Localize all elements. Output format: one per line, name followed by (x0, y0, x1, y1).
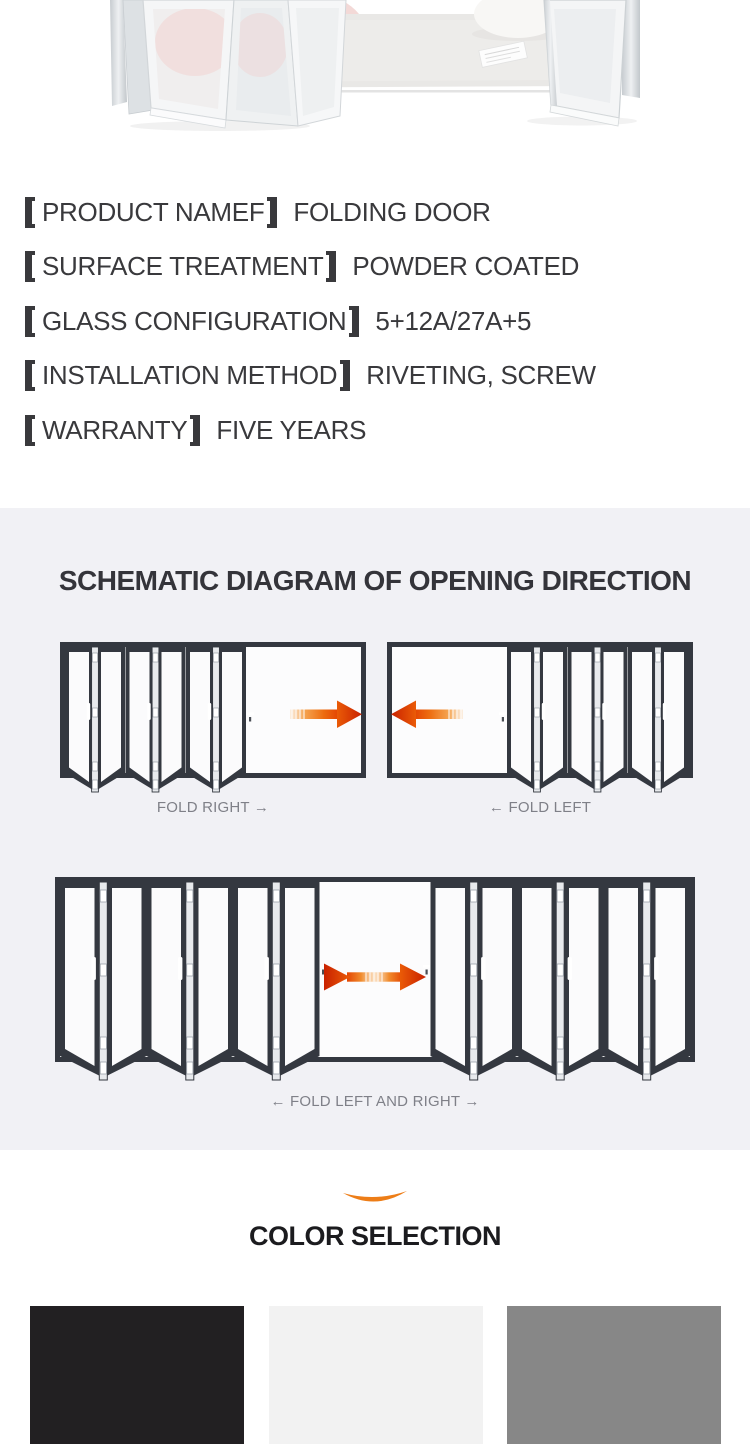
left-bracket-icon (25, 196, 35, 228)
right-bracket-icon (349, 305, 360, 337)
fold-left-label: ← FOLD LEFT (488, 799, 592, 816)
spec-row: SURFACE TREATMENT POWDER COATED (25, 251, 750, 282)
fold-left-diagram (387, 642, 693, 794)
spec-value: 5+12A/27A+5 (375, 305, 532, 336)
fold-both-block: ← FOLD LEFT AND RIGHT → (0, 872, 750, 1112)
product-specs-section: PRODUCT NAMEF FOLDING DOOR SURFACE TREATM… (0, 135, 750, 446)
spec-label: SURFACE TREATMENT (42, 251, 324, 281)
hero-product-photo (110, 0, 640, 135)
spec-value: POWDER COATED (352, 251, 580, 281)
schematic-title: SCHEMATIC DIAGRAM OF OPENING DIRECTION (58, 565, 692, 596)
spec-label: INSTALLATION METHOD (42, 360, 338, 390)
fold-both-diagram (55, 877, 695, 1084)
swoosh-icon (0, 1190, 750, 1208)
swatch-gray (507, 1306, 721, 1444)
schematic-section: SCHEMATIC DIAGRAM OF OPENING DIRECTION (0, 508, 750, 1150)
right-bracket-icon (267, 196, 278, 228)
color-swatches (0, 1306, 750, 1444)
spec-row: PRODUCT NAMEF FOLDING DOOR (25, 196, 750, 228)
spec-label: WARRANTY (42, 414, 188, 445)
double-arrow-icon (324, 963, 426, 991)
spec-label: PRODUCT NAMEF (42, 196, 265, 227)
spec-label: GLASS CONFIGURATION (42, 305, 347, 336)
left-bracket-icon (25, 414, 35, 446)
right-bracket-icon (326, 251, 337, 282)
left-bracket-icon (25, 251, 35, 282)
spec-value: RIVETING, SCREW (366, 360, 596, 390)
spec-value: FOLDING DOOR (293, 196, 491, 227)
swatch-white (268, 1306, 483, 1444)
color-selection-title: COLOR SELECTION (248, 1221, 502, 1251)
left-bracket-icon (25, 305, 35, 337)
fold-left-block: ← FOLD LEFT (387, 642, 693, 818)
right-bracket-icon (340, 360, 351, 391)
left-bracket-icon (25, 360, 35, 391)
spec-row: GLASS CONFIGURATION 5+12A/27A+5 (25, 305, 750, 337)
spec-row: INSTALLATION METHOD RIVETING, SCREW (25, 360, 750, 391)
swatch-black (30, 1306, 244, 1444)
color-selection-section: COLOR SELECTION (0, 1190, 750, 1444)
fold-right-block: FOLD RIGHT → (60, 642, 366, 818)
fold-both-label: ← FOLD LEFT AND RIGHT → (270, 1093, 480, 1110)
fold-right-label: FOLD RIGHT → (156, 799, 270, 816)
right-bracket-icon (190, 414, 201, 446)
hero-section (0, 0, 750, 135)
spec-row: WARRANTY FIVE YEARS (25, 414, 750, 446)
fold-right-diagram (60, 642, 366, 794)
spec-value: FIVE YEARS (216, 414, 367, 445)
